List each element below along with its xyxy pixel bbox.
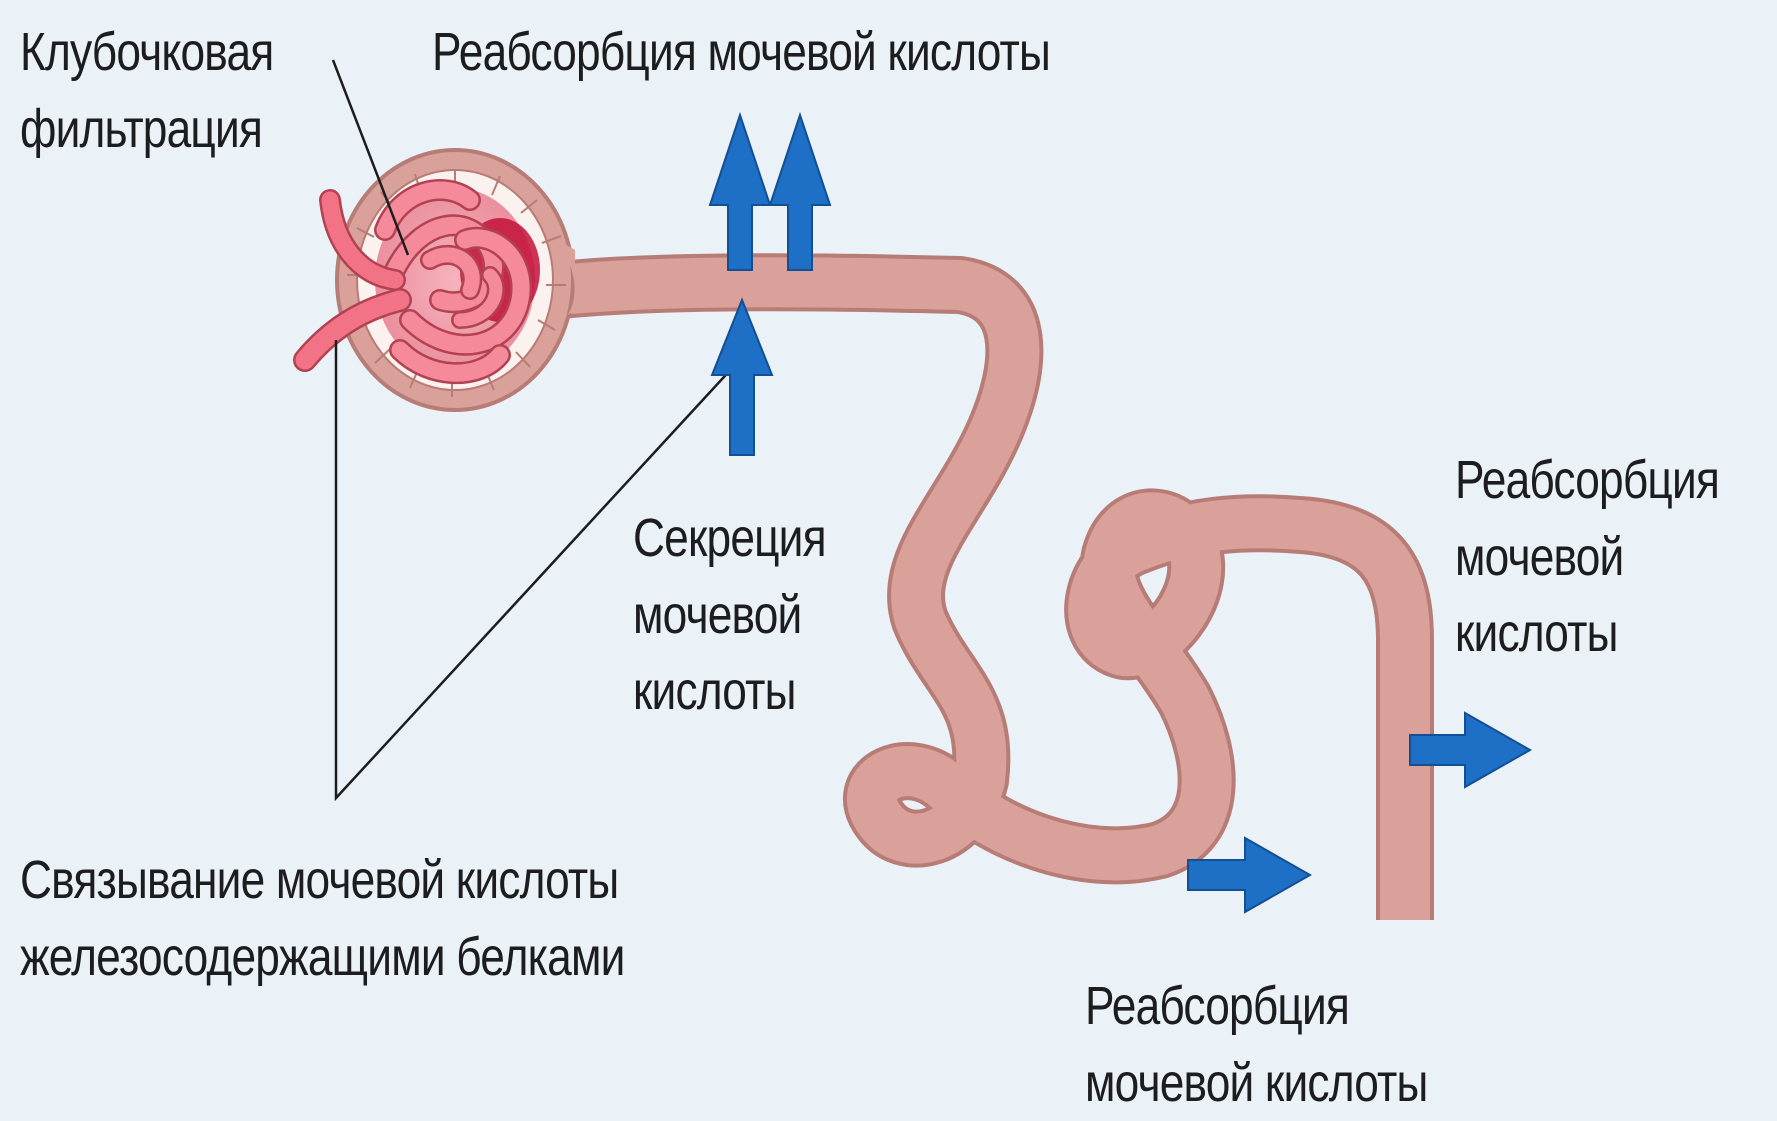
- label-binding-line1: Связывание мочевой кислоты: [20, 842, 624, 919]
- label-reabsorption-right: Реабсорбция мочевой кислоты: [1455, 442, 1719, 672]
- label-binding: Связывание мочевой кислоты железосодержа…: [20, 842, 624, 995]
- label-secretion-line3: кислоты: [633, 653, 826, 730]
- label-glomerular-filtration-line2: фильтрация: [20, 91, 273, 168]
- label-secretion: Секреция мочевой кислоты: [633, 500, 826, 730]
- label-secretion-line1: Секреция: [633, 500, 826, 577]
- label-reabsorption-right-line1: Реабсорбция: [1455, 442, 1719, 519]
- arrow-up-left: [710, 115, 770, 270]
- label-reabsorption-right-line3: кислоты: [1455, 595, 1719, 672]
- label-reabsorption-top: Реабсорбция мочевой кислоты: [432, 14, 1050, 91]
- label-reabsorption-bottom-line2: мочевой кислоты: [1085, 1045, 1428, 1121]
- label-glomerular-filtration-line1: Клубочковая: [20, 14, 273, 91]
- arrow-up-secretion: [712, 300, 772, 455]
- label-reabsorption-right-line2: мочевой: [1455, 519, 1719, 596]
- label-reabsorption-bottom: Реабсорбция мочевой кислоты: [1085, 968, 1428, 1121]
- label-secretion-line2: мочевой: [633, 577, 826, 654]
- label-reabsorption-bottom-line1: Реабсорбция: [1085, 968, 1428, 1045]
- label-glomerular-filtration: Клубочковая фильтрация: [20, 14, 273, 167]
- label-binding-line2: железосодержащими белками: [20, 919, 624, 996]
- arrow-up-right: [770, 115, 830, 270]
